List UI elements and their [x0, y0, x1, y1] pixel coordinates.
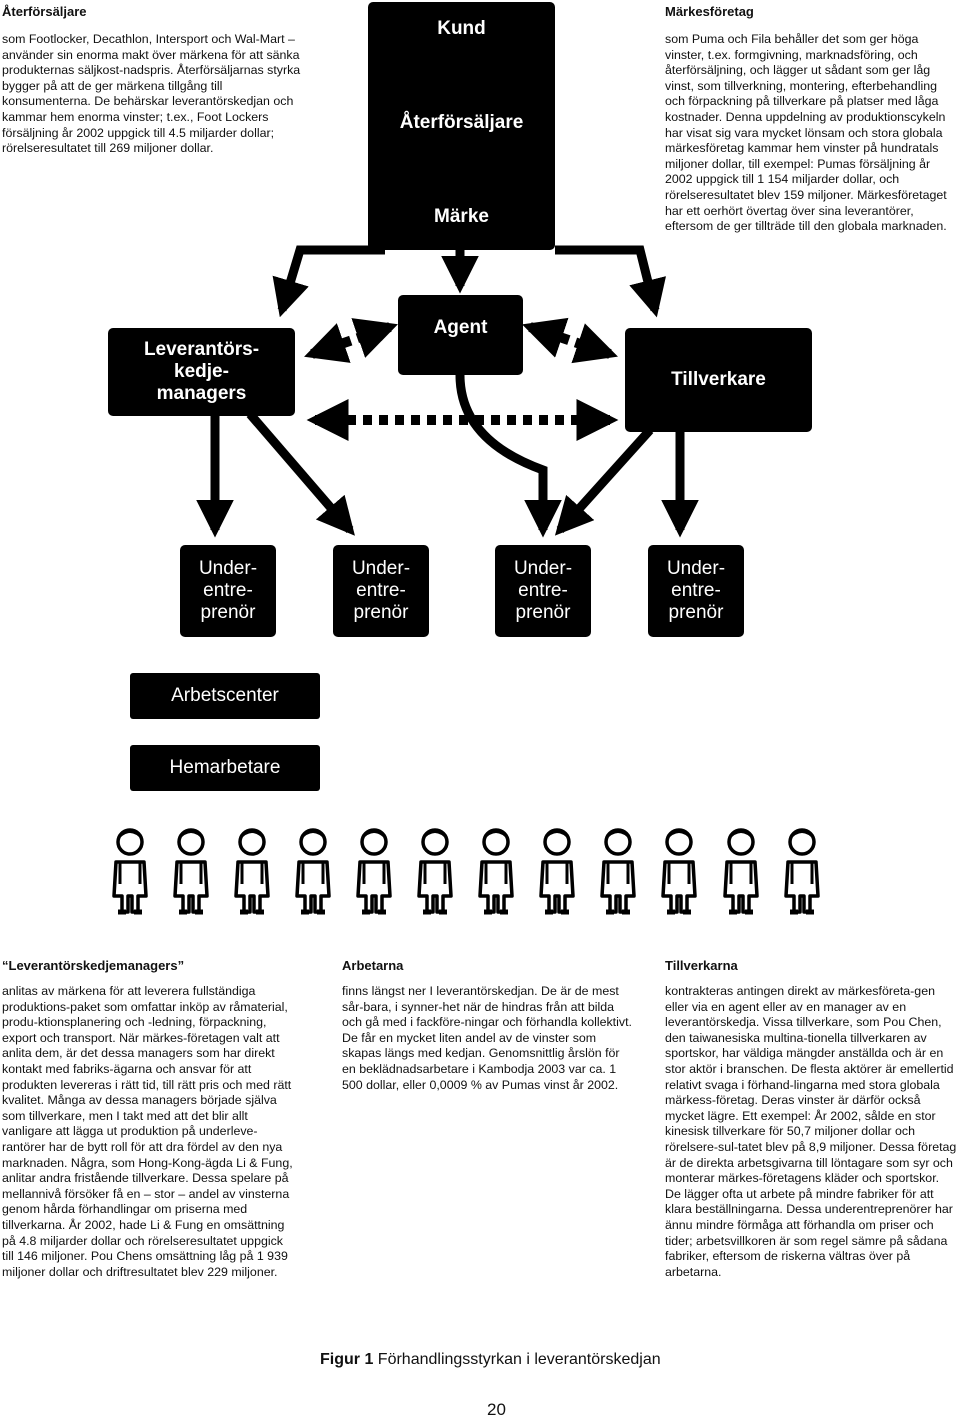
home-worker-label: Hemarbetare — [169, 757, 281, 778]
supply-chain-managers-box: Leverantörs-kedje-managers — [108, 328, 295, 416]
manufacturers-text: kontrakteras antingen direkt av märkesfö… — [665, 984, 957, 1279]
worker-icon — [480, 830, 512, 912]
subcontractor-label: Under-entre-prenör — [198, 558, 258, 623]
manufacturers-heading: Tillverkarna — [665, 958, 738, 973]
agent-box: Agent — [398, 295, 523, 375]
arrow-to-supply-chain-managers — [272, 245, 385, 318]
subcontractor-label: Under-entre-prenör — [351, 558, 411, 623]
arrow-to-manufacturer — [555, 245, 667, 318]
arrow-manufacturer-to-sub3 — [554, 426, 654, 536]
home-worker-box: Hemarbetare — [130, 745, 320, 791]
agent-label: Agent — [433, 317, 488, 338]
retailers-text: som Footlocker, Decathlon, Intersport oc… — [2, 32, 301, 156]
work-center-label: Arbetscenter — [171, 685, 279, 706]
dashed-arrow-managers-agent — [304, 318, 398, 363]
brands-heading: Märkesföretag — [665, 4, 754, 19]
figure-label: Figur 1 — [320, 1351, 374, 1368]
worker-icon — [358, 830, 390, 912]
subcontractor-label: Under-entre-prenör — [666, 558, 726, 623]
worker-icon — [114, 830, 146, 912]
subcontractor-box-2: Under-entre-prenör — [333, 545, 429, 637]
managers-heading: “Leverantörskedjemanagers” — [2, 958, 185, 973]
manufacturers-section: Tillverkarna kontrakteras antingen direk… — [665, 958, 957, 1280]
managers-section: “Leverantörskedjemanagers” anlitas av mä… — [2, 958, 297, 1280]
workers-section: Arbetarna finns längst ner I leverantörs… — [342, 958, 632, 1093]
worker-icon — [725, 830, 757, 912]
arrow-agent-to-sub3 — [455, 374, 562, 538]
work-center-box: Arbetscenter — [130, 673, 320, 719]
subcontractor-box-4: Under-entre-prenör — [648, 545, 744, 637]
subcontractor-label: Under-entre-prenör — [513, 558, 573, 623]
worker-icon — [297, 830, 329, 912]
manufacturer-box: Tillverkare — [625, 328, 812, 432]
subcontractor-box-1: Under-entre-prenör — [180, 545, 276, 637]
worker-icon — [419, 830, 451, 912]
workers-heading: Arbetarna — [342, 958, 404, 973]
subcontractor-box-3: Under-entre-prenör — [495, 545, 591, 637]
arrow-managers-to-sub2 — [246, 411, 355, 536]
workers-text: finns längst ner I leverantörskedjan. De… — [342, 984, 632, 1092]
figure-caption: Figur 1 Förhandlingsstyrkan i leverantör… — [320, 1351, 661, 1369]
page-number: 20 — [487, 1400, 506, 1419]
supply-chain-managers-label: Leverantörs-kedje-managers — [143, 339, 260, 404]
retailers-heading: Återförsäljare — [2, 4, 87, 19]
worker-icon — [663, 830, 695, 912]
brand-label: Märke — [434, 206, 489, 227]
managers-text: anlitas av märkena för att leverera full… — [2, 984, 293, 1279]
worker-icon — [236, 830, 268, 912]
worker-icon — [175, 830, 207, 912]
customer-retailer-brand-box: Kund Återförsäljare Märke — [368, 2, 555, 250]
worker-icon — [602, 830, 634, 912]
worker-icon — [786, 830, 818, 912]
worker-icon — [541, 830, 573, 912]
brands-section: Märkesföretag som Puma och Fila behåller… — [665, 4, 955, 235]
manufacturer-label: Tillverkare — [671, 369, 766, 390]
dashed-arrow-agent-manufacturer — [522, 317, 618, 364]
brands-text: som Puma och Fila behåller det som ger h… — [665, 32, 947, 234]
figure-caption-text: Förhandlingsstyrkan i leverantörskedjan — [377, 1351, 661, 1368]
workers-row — [100, 822, 860, 918]
customer-label: Kund — [437, 18, 486, 39]
retailer-label: Återförsäljare — [399, 112, 524, 133]
retailers-section: Återförsäljare som Footlocker, Decathlon… — [2, 4, 302, 157]
